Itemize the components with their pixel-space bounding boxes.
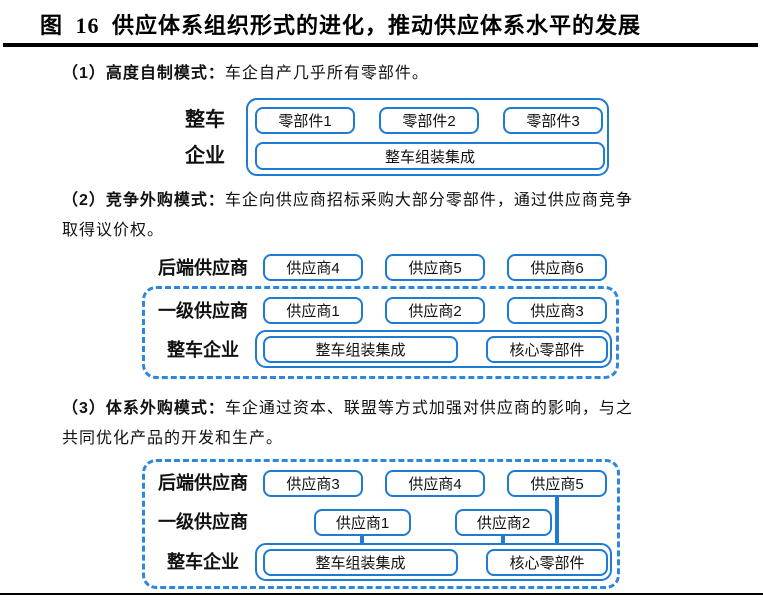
section-3-line1: （3）体系外购模式：车企通过资本、联盟等方式加强对供应商的影响，与之: [62, 394, 742, 424]
connector-supplier2-oem: [501, 533, 505, 546]
title-divider-rule: [3, 43, 758, 47]
assembly-box-d2: 整车组装集成: [263, 336, 458, 363]
section-2-line1: （2）竞争外购模式：车企向供应商招标采购大部分零部件，通过供应商竞争: [62, 186, 742, 216]
section-1-text: 车企自产几乎所有零部件。: [224, 65, 429, 82]
backend-supplier-label-d3: 后端供应商: [158, 473, 248, 493]
figure-title: 图 16 供应体系组织形式的进化，推动供应体系水平的发展: [40, 13, 642, 38]
supplier-box-d2-6: 供应商6: [507, 254, 607, 281]
core-parts-box-d3: 核心零部件: [486, 549, 608, 576]
supplier-box-d2-3: 供应商3: [507, 297, 607, 324]
supplier-box-d3-3: 供应商3: [263, 470, 363, 497]
oem-label-d2: 整车企业: [167, 340, 239, 360]
core-parts-box-d2: 核心零部件: [486, 336, 608, 363]
supplier-box-d3-4: 供应商4: [385, 470, 485, 497]
part-box-3: 零部件3: [503, 107, 603, 134]
supplier-box-d2-4: 供应商4: [263, 254, 363, 281]
backend-supplier-label-d2: 后端供应商: [158, 258, 248, 278]
assembly-box-d3: 整车组装集成: [263, 549, 458, 576]
section-1-heading: （1）高度自制模式：: [62, 65, 225, 82]
supplier-box-d2-5: 供应商5: [385, 254, 485, 281]
connector-supplier1-oem: [360, 533, 364, 546]
tier1-supplier-label-d3: 一级供应商: [158, 512, 248, 532]
supplier-box-d3-5: 供应商5: [507, 470, 607, 497]
section-2-paragraph: （2）竞争外购模式：车企向供应商招标采购大部分零部件，通过供应商竞争 取得议价权…: [62, 186, 742, 246]
section-2-text1: 车企向供应商招标采购大部分零部件，通过供应商竞争: [224, 192, 633, 209]
oem-label-bottom: 企业: [185, 145, 225, 167]
bottom-divider-rule: [0, 593, 763, 595]
supplier-box-d3-2: 供应商2: [455, 509, 552, 536]
section-1-paragraph: （1）高度自制模式：车企自产几乎所有零部件。: [62, 59, 742, 89]
section-1-line: （1）高度自制模式：车企自产几乎所有零部件。: [62, 59, 742, 89]
part-box-2: 零部件2: [379, 107, 479, 134]
section-2-heading: （2）竞争外购模式：: [62, 192, 225, 209]
supplier-box-d2-1: 供应商1: [263, 297, 363, 324]
section-3-line2: 共同优化产品的开发和生产。: [62, 430, 284, 447]
tier1-supplier-label-d2: 一级供应商: [158, 301, 248, 321]
supplier-box-d3-1: 供应商1: [314, 509, 411, 536]
connector-supplier5-oem: [555, 495, 559, 546]
section-3-heading: （3）体系外购模式：: [62, 400, 225, 417]
section-2-line2: 取得议价权。: [62, 222, 165, 239]
part-box-1: 零部件1: [255, 107, 355, 134]
section-3-paragraph: （3）体系外购模式：车企通过资本、联盟等方式加强对供应商的影响，与之 共同优化产…: [62, 394, 742, 454]
section-3-text1: 车企通过资本、联盟等方式加强对供应商的影响，与之: [224, 400, 633, 417]
assembly-box-d1: 整车组装集成: [255, 142, 605, 170]
supplier-box-d2-2: 供应商2: [385, 297, 485, 324]
oem-label-top: 整车: [185, 109, 225, 131]
alliance-boundary-d2: [142, 286, 619, 379]
alliance-boundary-d3: [142, 459, 620, 589]
oem-label-d3: 整车企业: [167, 552, 239, 572]
